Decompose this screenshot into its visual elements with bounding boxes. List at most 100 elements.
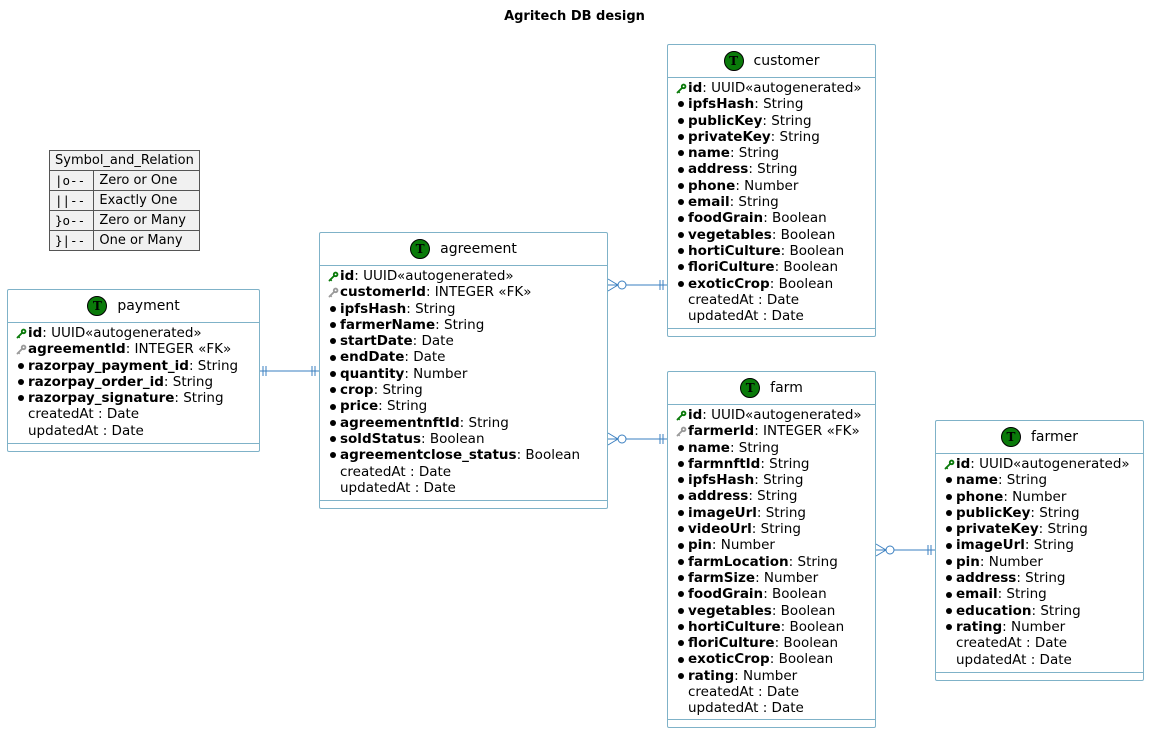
- attribute-name: razorpay_signature: [28, 390, 175, 407]
- attribute-type: : Boolean: [774, 635, 839, 652]
- attribute-name: farmerName: [340, 316, 436, 333]
- table-type-icon: T: [1000, 427, 1021, 447]
- attribute-type: : String: [373, 382, 423, 399]
- attribute-type: : INTEGER «FK»: [125, 341, 232, 358]
- attribute-row: foodGrain : Boolean: [674, 586, 875, 602]
- primary-key-icon: [676, 410, 686, 421]
- attribute-type: : String: [997, 586, 1047, 603]
- attribute-name: exoticCrop: [688, 275, 770, 292]
- attribute-row: name : String: [942, 472, 1143, 488]
- attribute-row: updatedAt : Date: [942, 652, 1143, 668]
- mandatory-bullet-icon: [330, 387, 336, 394]
- attribute-type: : Number: [735, 177, 799, 194]
- attribute-type: : String: [997, 472, 1048, 489]
- attribute-name: privateKey: [956, 521, 1039, 538]
- primary-key-icon: [944, 459, 954, 470]
- legend-row: |o-- Zero or One: [48, 170, 200, 191]
- attribute-name: floriCulture: [688, 259, 775, 276]
- attribute-row: pin : Number: [942, 554, 1143, 570]
- attribute-type: : String: [174, 390, 224, 407]
- attribute-name: agreementnftId: [340, 414, 460, 431]
- attribute-name: rating: [688, 667, 735, 684]
- attribute-row: foodGrain : Boolean: [674, 210, 875, 226]
- attribute-name: soldStatus: [340, 430, 421, 447]
- attribute-name: phone: [688, 177, 736, 194]
- attribute-row: ipfsHash: String: [674, 96, 875, 112]
- mandatory-bullet-icon: [330, 305, 336, 312]
- mandatory-bullet-icon: [678, 264, 684, 271]
- attribute-row: floriCulture : Boolean: [674, 635, 875, 651]
- attribute-type: : UUID«autogenerated»: [970, 456, 1130, 472]
- mandatory-bullet-icon: [678, 575, 684, 582]
- attribute-row: updatedAt : Date: [326, 480, 607, 496]
- attribute-type: : String: [748, 161, 798, 178]
- legend-symbol: |o--: [48, 170, 95, 191]
- attribute-name: pin: [688, 537, 712, 554]
- attribute-name: address: [956, 570, 1017, 587]
- attribute-row: id: UUID«autogenerated»: [14, 325, 259, 341]
- attribute-type: : Number: [1003, 488, 1067, 505]
- attribute-name: farmSize: [688, 569, 756, 586]
- mandatory-bullet-icon: [330, 370, 336, 377]
- attribute-name: razorpay_order_id: [28, 373, 164, 390]
- attribute-type: : INTEGER «FK»: [425, 284, 532, 301]
- attribute-row: email : String: [674, 194, 875, 210]
- attribute-row: price : String: [326, 398, 607, 414]
- entity-name: agreement: [440, 241, 517, 257]
- attribute-type: : Boolean: [780, 242, 845, 259]
- entity-footer: [668, 328, 875, 329]
- mandatory-bullet-icon: [330, 436, 336, 443]
- mandatory-bullet-icon: [678, 526, 684, 533]
- attribute-row: name : String: [674, 440, 875, 456]
- attribute-row: hortiCulture : Boolean: [674, 243, 875, 259]
- attribute-type: : String: [729, 194, 779, 211]
- legend-row: }|-- One or Many: [48, 230, 200, 251]
- attribute-row: id: UUID«autogenerated»: [674, 407, 875, 423]
- attribute-row: crop : String: [326, 382, 607, 398]
- entity-name: customer: [753, 53, 820, 69]
- table-type-icon: T: [740, 378, 761, 398]
- attribute-type: : Date: [404, 349, 446, 366]
- attribute-row: createdAt : Date: [326, 464, 607, 480]
- attribute-type: : String: [760, 455, 810, 472]
- attribute-row: farmerName : String: [326, 317, 607, 333]
- attribute-row: exoticCrop : Boolean: [674, 276, 875, 292]
- mandatory-bullet-icon: [678, 640, 684, 647]
- legend-meaning: Zero or One: [93, 170, 200, 191]
- mandatory-bullet-icon: [678, 231, 684, 238]
- attribute-type: : String: [459, 414, 509, 431]
- attribute-type: : String: [751, 521, 801, 538]
- attribute-row: address : String: [942, 570, 1143, 586]
- attribute-row: privateKey : String: [942, 521, 1143, 537]
- attribute-type: : Boolean: [763, 586, 827, 603]
- attribute-name: phone: [956, 488, 1004, 505]
- attribute-row: rating : Number: [942, 619, 1143, 635]
- attribute-type: createdAt : Date: [340, 463, 452, 480]
- attribute-type: : String: [729, 439, 780, 456]
- attribute-name: farmerId: [688, 423, 755, 440]
- attribute-row: vegetables : Boolean: [674, 227, 875, 243]
- mandatory-bullet-icon: [678, 117, 684, 124]
- attribute-name: exoticCrop: [688, 651, 770, 668]
- attribute-type: : String: [748, 488, 798, 505]
- entity-name: farmer: [1030, 429, 1079, 445]
- mandatory-bullet-icon: [330, 354, 336, 361]
- attribute-type: updatedAt : Date: [956, 651, 1072, 668]
- mandatory-bullet-icon: [678, 672, 684, 679]
- foreign-key-icon: [676, 426, 686, 437]
- attribute-name: hortiCulture: [688, 618, 781, 635]
- attribute-name: agreementId: [28, 341, 126, 358]
- entity-footer: [936, 672, 1143, 673]
- attribute-type: : String: [788, 553, 838, 570]
- attribute-name: publicKey: [956, 504, 1031, 521]
- attribute-row: privateKey : String: [674, 129, 875, 145]
- attribute-type: : String: [406, 300, 456, 317]
- attribute-row: farmerId: INTEGER «FK»: [674, 423, 875, 439]
